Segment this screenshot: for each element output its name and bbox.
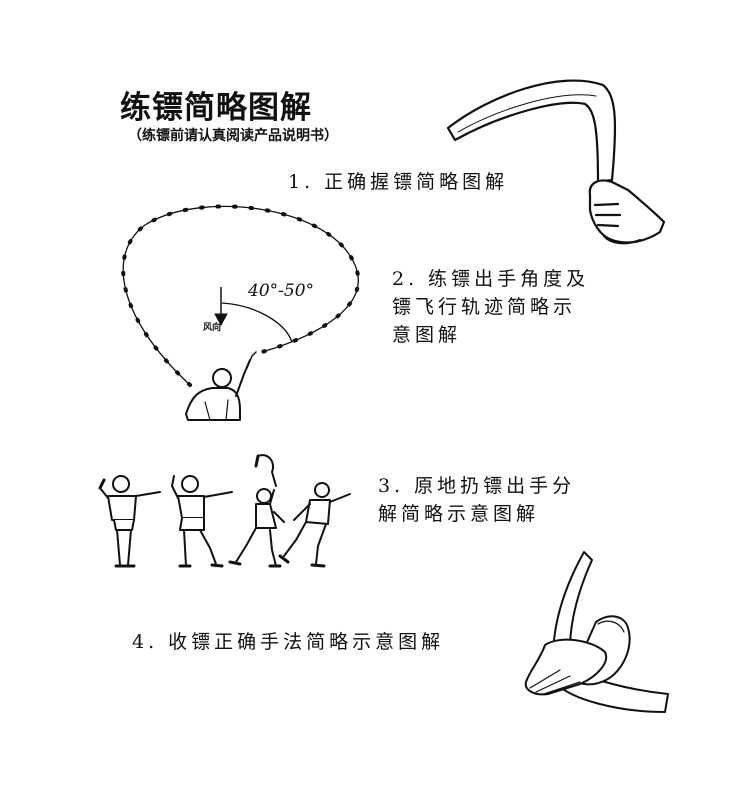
throw-stage-3-figure <box>228 454 285 568</box>
step-3-line-2: 解简略示意图解 <box>378 503 540 525</box>
step-3-line-1: 3. 原地扔镖出手分 <box>378 475 576 497</box>
step-1-caption: 1. 正确握镖简略图解 <box>288 171 509 193</box>
page-subtitle: （练镖前请认真阅读产品说明书） <box>128 128 338 144</box>
throw-angle-label: 40°-50° <box>248 281 315 301</box>
throw-sequence-figures <box>98 454 351 568</box>
boomerang-catch-illustration <box>524 551 669 713</box>
step-2-caption: 2. 练镖出手角度及 镖飞行轨迹简略示 意图解 <box>392 265 589 349</box>
throw-stage-1-figure <box>98 475 161 568</box>
flight-trajectory <box>121 204 361 387</box>
step-4-caption: 4. 收镖正确手法简略示意图解 <box>132 631 445 653</box>
boomerang-grip-illustration <box>446 79 666 245</box>
wind-direction-label: 风向 <box>203 323 222 333</box>
page-title: 练镖简略图解 <box>120 90 312 126</box>
throw-stage-2-figure <box>171 475 233 568</box>
thrower-figure <box>185 351 257 421</box>
throw-stage-4-figure <box>278 482 351 568</box>
step-2-line-2: 镖飞行轨迹简略示 <box>392 296 577 318</box>
step-3-caption: 3. 原地扔镖出手分 解简略示意图解 <box>378 472 575 528</box>
step-2-line-3: 意图解 <box>392 324 462 346</box>
step-2-line-1: 2. 练镖出手角度及 <box>392 268 590 290</box>
